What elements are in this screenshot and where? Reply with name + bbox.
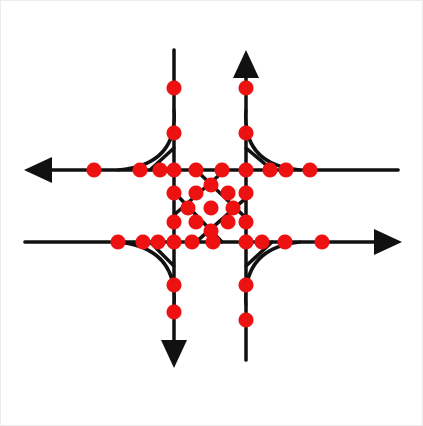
conflict-point [238, 80, 254, 96]
conflict-point [238, 185, 254, 201]
conflict-point [262, 162, 278, 178]
conflict-point [132, 162, 148, 178]
conflict-point [203, 200, 219, 216]
conflict-point [166, 125, 182, 141]
conflict-point [238, 125, 254, 141]
turn-curve-sw [116, 240, 176, 307]
turn-curve-se [244, 240, 302, 307]
conflict-points [86, 80, 330, 328]
west-icon [24, 157, 52, 183]
conflict-point [166, 162, 182, 178]
conflict-point [220, 214, 236, 230]
conflict-point [214, 162, 230, 178]
conflict-point [188, 162, 204, 178]
conflict-point [225, 200, 241, 216]
conflict-point [278, 162, 294, 178]
conflict-point [166, 234, 182, 250]
conflict-point [135, 234, 151, 250]
conflict-point [86, 162, 102, 178]
turn-curve-nw [116, 108, 176, 172]
direction-arrows [24, 50, 402, 368]
conflict-point [238, 162, 254, 178]
conflict-point [152, 162, 168, 178]
conflict-point [166, 304, 182, 320]
conflict-point [277, 234, 293, 250]
conflict-point [184, 234, 200, 250]
north-icon [233, 50, 259, 78]
conflict-point [314, 234, 330, 250]
conflict-point [205, 234, 221, 250]
south-icon [161, 340, 187, 368]
conflict-point [166, 185, 182, 201]
conflict-point [166, 214, 182, 230]
conflict-point [188, 185, 204, 201]
east-icon [374, 229, 402, 255]
conflict-point [220, 185, 236, 201]
conflict-point [180, 200, 196, 216]
conflict-point [110, 234, 126, 250]
conflict-point [203, 177, 219, 193]
conflict-point [188, 214, 204, 230]
conflict-point [166, 277, 182, 293]
conflict-point [302, 162, 318, 178]
conflict-point [238, 277, 254, 293]
conflict-point [254, 234, 270, 250]
conflict-point [150, 234, 166, 250]
turn-curve-ne [244, 108, 302, 172]
conflict-point [238, 312, 254, 328]
conflict-point [166, 80, 182, 96]
conflict-point [238, 214, 254, 230]
conflict-point [238, 234, 254, 250]
